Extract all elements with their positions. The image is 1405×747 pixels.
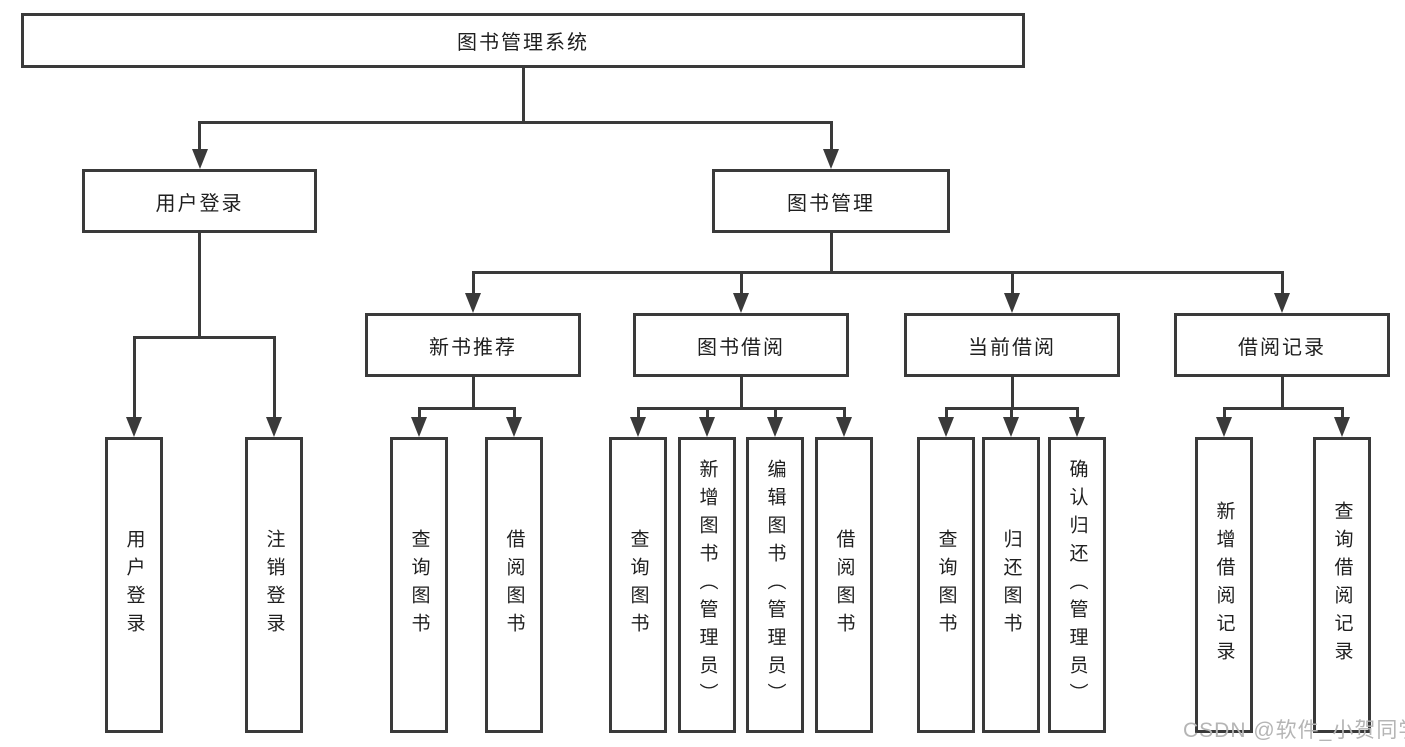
connector-line (705, 407, 709, 419)
node-label-leaf-borrow-book-1: 借阅图书 (503, 529, 525, 641)
node-label-leaf-return-book: 归还图书 (1000, 529, 1022, 641)
node-label-leaf-logout: 注销登录 (263, 529, 285, 641)
node-book-borrow: 图书借阅 (633, 313, 849, 377)
connector-line (471, 271, 1284, 274)
node-leaf-logout: 注销登录 (245, 437, 303, 733)
node-label-leaf-query-book-1: 查询图书 (408, 529, 430, 641)
arrow-down-icon (126, 417, 142, 437)
connector-line (1075, 407, 1079, 419)
node-root: 图书管理系统 (21, 13, 1025, 68)
connector-line (471, 377, 475, 410)
connector-line (417, 407, 421, 419)
node-label-new-book-rec: 新书推荐 (429, 336, 517, 359)
watermark: CSDN @软件_小贺同学 (1183, 719, 1405, 742)
node-leaf-add-book: 新增图书（管理员） (678, 437, 736, 733)
connector-line (1280, 271, 1284, 295)
connector-line (1010, 377, 1014, 410)
node-label-leaf-user-login: 用户登录 (123, 529, 145, 641)
arrow-down-icon (1069, 417, 1085, 437)
node-leaf-confirm-return: 确认归还（管理员） (1048, 437, 1106, 733)
connector-line (1010, 271, 1014, 295)
connector-line (198, 121, 201, 151)
arrow-down-icon (1004, 293, 1020, 313)
connector-line (132, 336, 276, 339)
node-borrow-records: 借阅记录 (1174, 313, 1390, 377)
node-leaf-query-record: 查询借阅记录 (1313, 437, 1371, 733)
arrow-down-icon (506, 417, 522, 437)
node-new-book-rec: 新书推荐 (365, 313, 581, 377)
node-leaf-add-record: 新增借阅记录 (1195, 437, 1253, 733)
connector-line (417, 407, 516, 410)
connector-line (829, 121, 833, 151)
node-leaf-borrow-book-1: 借阅图书 (485, 437, 543, 733)
connector-line (636, 407, 846, 410)
node-label-leaf-query-book-3: 查询图书 (935, 529, 957, 641)
arrow-down-icon (836, 417, 852, 437)
connector-line (829, 233, 833, 274)
arrow-down-icon (1216, 417, 1232, 437)
node-label-leaf-edit-book: 编辑图书（管理员） (764, 459, 786, 711)
node-leaf-query-book-1: 查询图书 (390, 437, 448, 733)
node-label-leaf-borrow-book-2: 借阅图书 (833, 529, 855, 641)
connector-line (842, 407, 846, 419)
arrow-down-icon (699, 417, 715, 437)
connector-line (1222, 407, 1226, 419)
arrow-down-icon (411, 417, 427, 437)
node-leaf-edit-book: 编辑图书（管理员） (746, 437, 804, 733)
connector-line (512, 407, 516, 419)
connector-line (272, 336, 276, 419)
node-leaf-query-book-3: 查询图书 (917, 437, 975, 733)
arrow-down-icon (266, 417, 282, 437)
node-label-leaf-query-record: 查询借阅记录 (1331, 501, 1353, 669)
node-label-current-borrow: 当前借阅 (968, 336, 1056, 359)
node-current-borrow: 当前借阅 (904, 313, 1120, 377)
arrow-down-icon (823, 149, 839, 169)
node-leaf-user-login: 用户登录 (105, 437, 163, 733)
node-label-book-borrow: 图书借阅 (697, 336, 785, 359)
connector-line (521, 68, 525, 124)
connector-line (739, 271, 743, 295)
node-label-root: 图书管理系统 (457, 32, 589, 54)
node-book-mgmt: 图书管理 (712, 169, 950, 233)
arrow-down-icon (630, 417, 646, 437)
node-leaf-query-book-2: 查询图书 (609, 437, 667, 733)
node-label-user-login-group: 用户登录 (155, 192, 244, 215)
arrow-down-icon (1274, 293, 1290, 313)
arrow-down-icon (1334, 417, 1350, 437)
arrow-down-icon (1003, 417, 1019, 437)
node-user-login-group: 用户登录 (82, 169, 317, 233)
connector-line (1280, 377, 1284, 410)
node-label-book-mgmt: 图书管理 (787, 192, 875, 215)
arrow-down-icon (733, 293, 749, 313)
arrow-down-icon (191, 149, 208, 169)
node-label-leaf-query-book-2: 查询图书 (627, 529, 649, 641)
node-leaf-return-book: 归还图书 (982, 437, 1040, 733)
arrow-down-icon (938, 417, 954, 437)
arrow-down-icon (767, 417, 783, 437)
connector-line (944, 407, 948, 419)
connector-line (636, 407, 640, 419)
node-leaf-borrow-book-2: 借阅图书 (815, 437, 873, 733)
connector-line (1009, 407, 1013, 419)
node-label-leaf-add-book: 新增图书（管理员） (696, 459, 718, 711)
connector-line (739, 377, 743, 410)
node-label-leaf-confirm-return: 确认归还（管理员） (1066, 459, 1088, 711)
connector-line (198, 233, 201, 339)
connector-line (1222, 407, 1344, 410)
connector-line (132, 336, 136, 419)
connector-line (198, 121, 833, 124)
connector-line (773, 407, 777, 419)
connector-line (471, 271, 475, 295)
node-label-leaf-add-record: 新增借阅记录 (1213, 501, 1235, 669)
node-label-borrow-records: 借阅记录 (1238, 336, 1326, 359)
arrow-down-icon (465, 293, 481, 313)
connector-line (1340, 407, 1344, 419)
